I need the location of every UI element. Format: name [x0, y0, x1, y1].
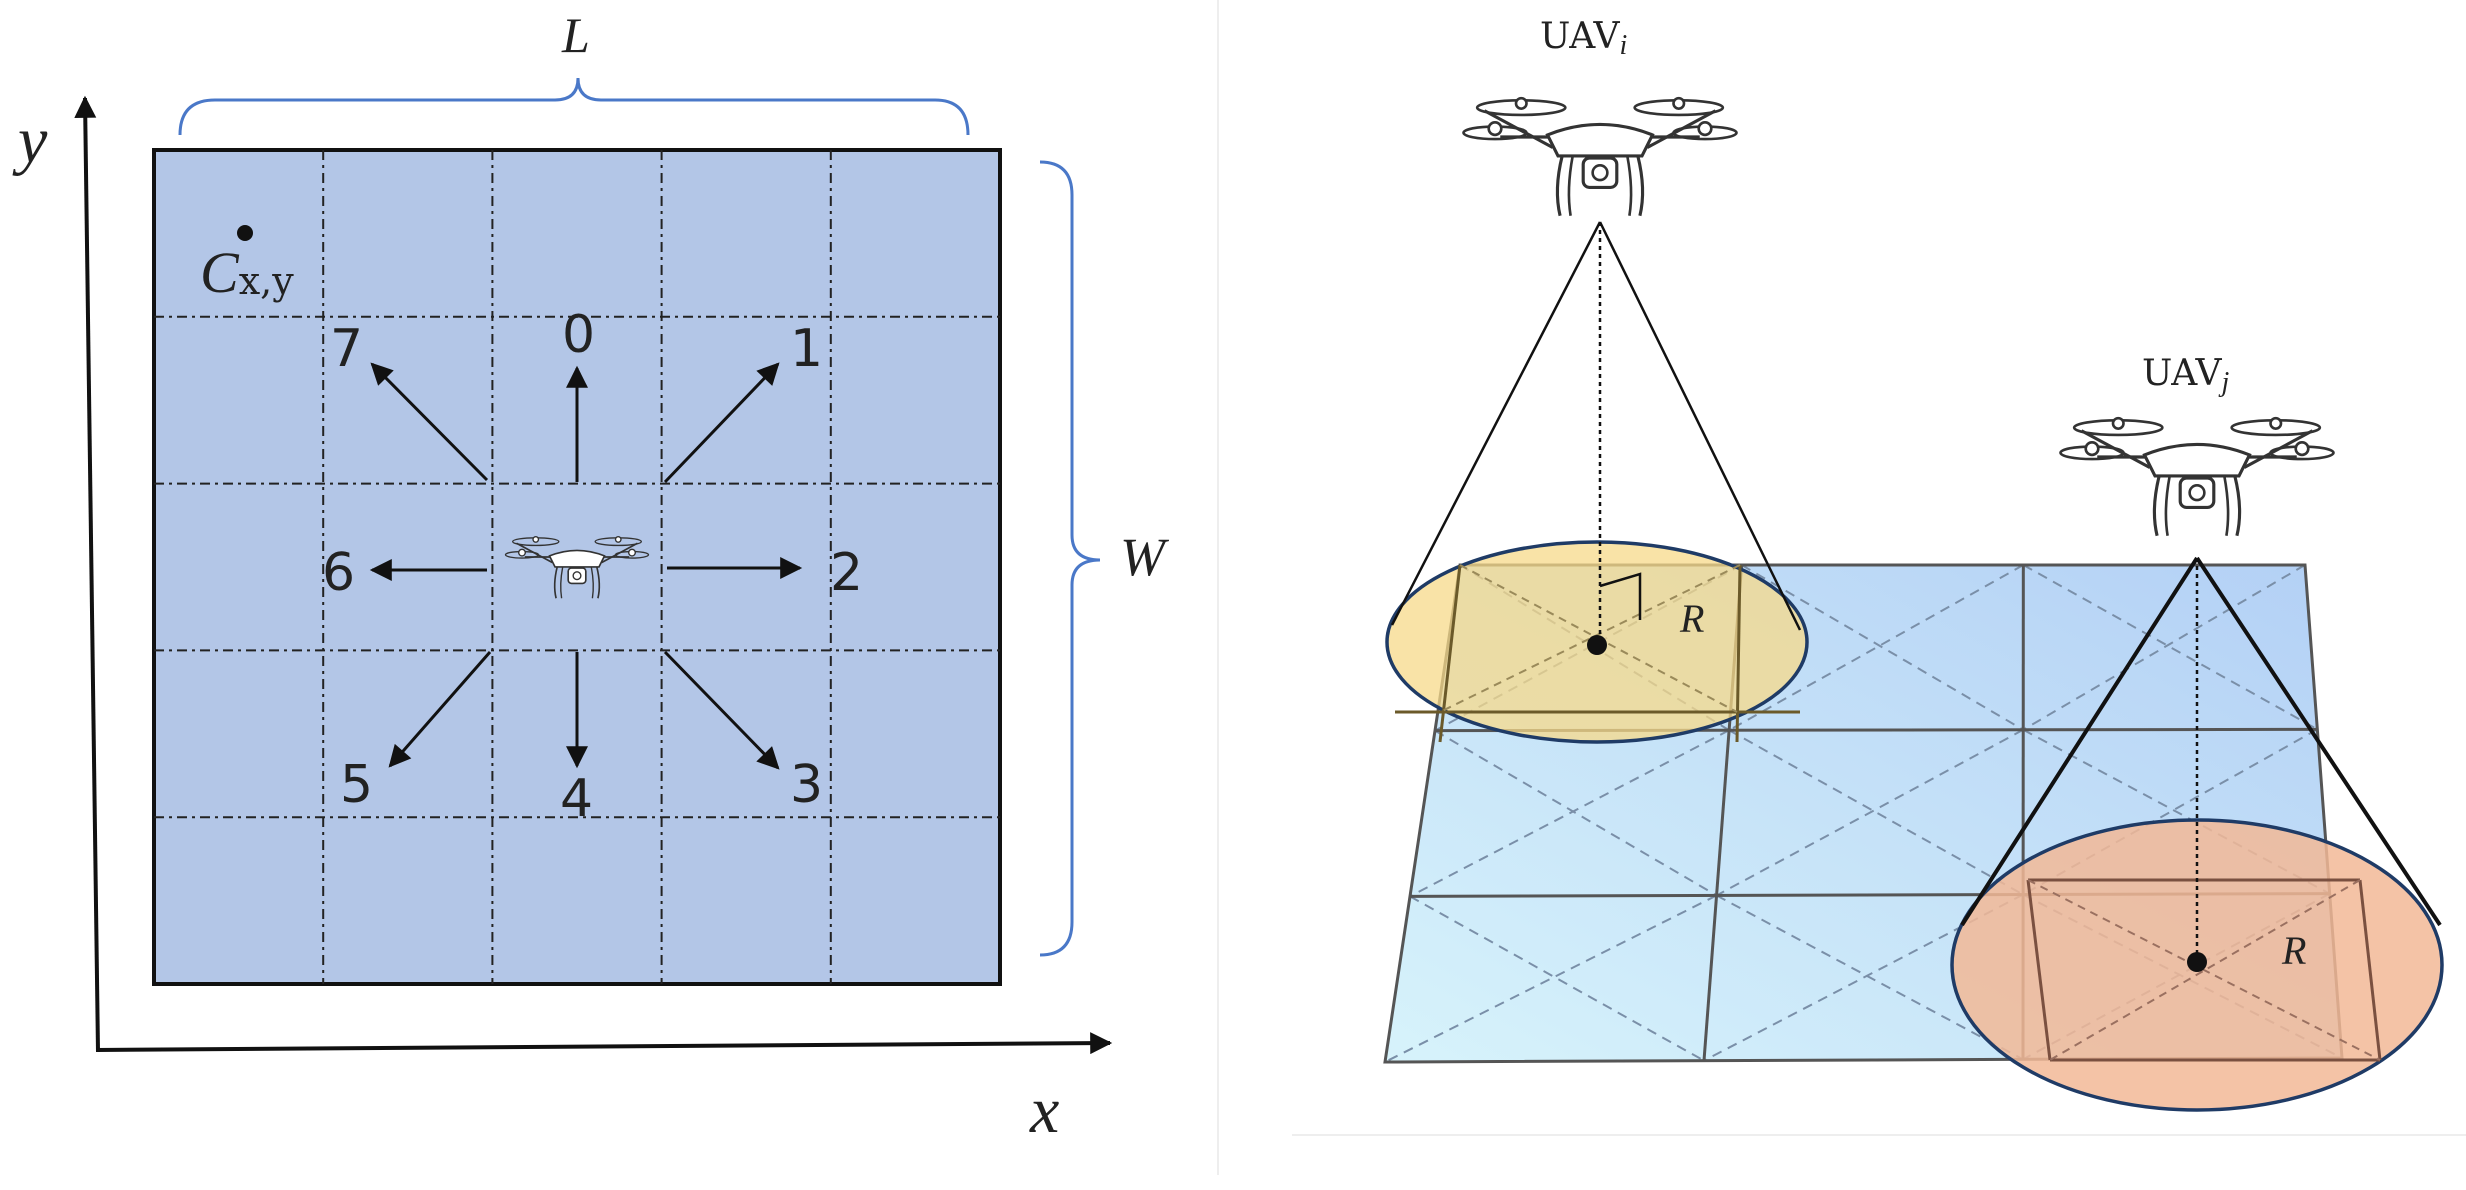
drone-icon-i — [1461, 96, 1739, 218]
direction-label-3: 3 — [790, 755, 823, 815]
direction-label-5: 5 — [340, 755, 373, 815]
direction-label-7: 7 — [330, 319, 363, 379]
cell-label-sub: x,y — [239, 259, 295, 303]
uav-j-label-main: UAV — [2142, 353, 2222, 394]
projection-point-i — [1587, 635, 1607, 655]
arrow-dir-3 — [663, 650, 780, 770]
projection-point-j — [2187, 952, 2207, 972]
direction-label-6: 6 — [322, 543, 355, 603]
cell-diagonal — [1409, 895, 1705, 1062]
direction-labels: 0 1 2 3 4 5 6 7 — [322, 305, 863, 829]
cell-diagonal — [1434, 729, 1718, 897]
arrow-dir-7 — [370, 362, 489, 482]
width-label: W — [1120, 527, 1170, 587]
cell-label-main: C — [200, 240, 240, 305]
length-bracket — [178, 77, 970, 136]
cell-diagonal — [1741, 565, 2024, 731]
left-panel: y x L W Cx,y 0 1 2 3 — [12, 7, 1170, 1147]
width-bracket — [1039, 160, 1101, 957]
uav-j-label-sub: j — [2218, 367, 2229, 398]
sensing-cone-j — [1960, 556, 2442, 962]
arrow-dir-5 — [388, 651, 492, 768]
radius-label-i: R — [1679, 596, 1704, 641]
uav-i-label-sub: i — [1619, 30, 1627, 61]
uav-i-label: UAVi — [1540, 16, 1627, 61]
cell-diagonal — [1716, 728, 2024, 897]
direction-label-2: 2 — [830, 543, 863, 603]
direction-label-0: 0 — [562, 305, 595, 365]
cell-diagonal — [1728, 729, 2024, 896]
direction-label-4: 4 — [560, 769, 593, 829]
y-axis — [74, 95, 100, 1053]
y-axis-label: y — [12, 104, 48, 177]
cell-diagonal — [2022, 565, 2306, 731]
cell-diagonal — [2022, 565, 2318, 731]
radius-label-j: R — [2281, 928, 2306, 973]
arrow-dir-1 — [663, 362, 780, 484]
grid-lines — [154, 150, 1000, 984]
right-panel: R R UAVi UAVj — [1383, 16, 2444, 1112]
drone-icon-j — [2058, 416, 2336, 538]
uav-i-label-main: UAV — [1540, 16, 1620, 57]
uav-j-label: UAVj — [2142, 353, 2229, 398]
cell-diagonal — [1728, 565, 2024, 732]
cell-diagonal — [1409, 729, 1730, 898]
cell-diagonal — [1716, 894, 2024, 1061]
cell-center-point — [237, 225, 253, 241]
direction-label-1: 1 — [790, 319, 823, 379]
sensing-cone-i — [1390, 221, 1802, 645]
cell-diagonal — [1385, 894, 1718, 1062]
x-axis — [95, 1032, 1113, 1055]
movement-arrows — [369, 362, 803, 770]
length-label: L — [561, 7, 590, 63]
x-axis-label: x — [1029, 1074, 1059, 1147]
cell-center-label: Cx,y — [200, 240, 294, 305]
